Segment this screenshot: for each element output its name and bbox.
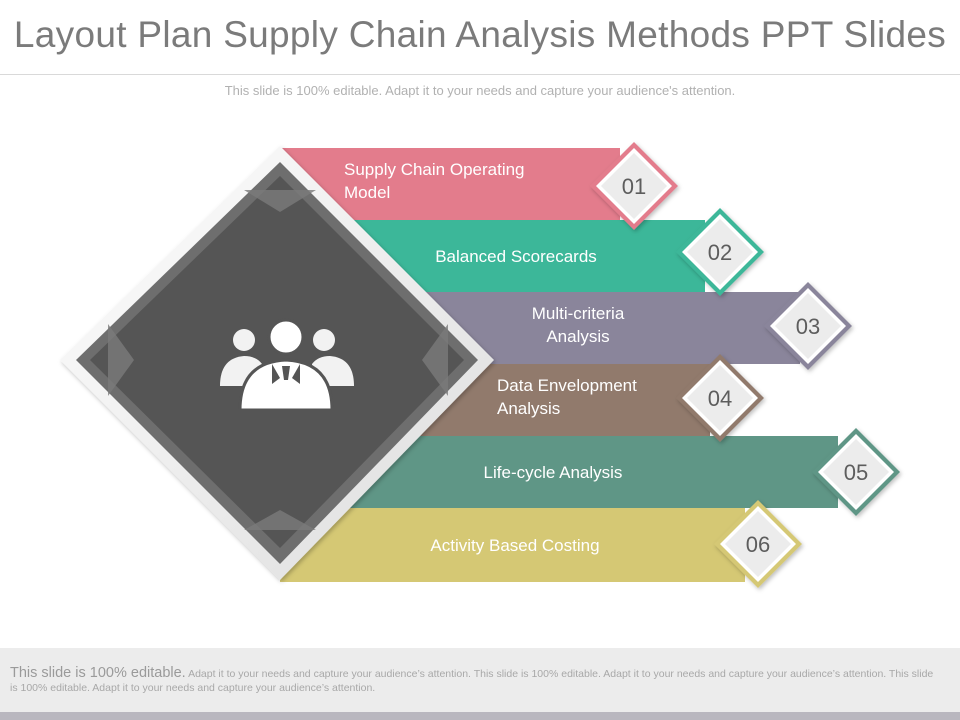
band-label-06: Activity Based Costing — [430, 536, 599, 555]
slide-title: Layout Plan Supply Chain Analysis Method… — [13, 14, 947, 55]
number-badge-01: 01 — [590, 142, 678, 230]
badge-number-02: 02 — [708, 240, 732, 265]
slide-subtitle: This slide is 100% editable. Adapt it to… — [224, 83, 736, 98]
badge-layer: 01 02 03 04 05 06 — [590, 142, 900, 588]
title-divider — [0, 74, 960, 75]
footer-text: This slide is 100% editable. Adapt it to… — [10, 666, 940, 695]
badge-number-03: 03 — [796, 314, 820, 339]
band-label-02: Balanced Scorecards — [435, 247, 597, 266]
people-group-icon — [220, 318, 354, 412]
band-06 — [280, 508, 745, 582]
band-label-05: Life-cycle Analysis — [484, 463, 623, 482]
badge-number-06: 06 — [746, 532, 770, 557]
footer-lead: This slide is 100% editable. — [10, 665, 186, 681]
bottom-accent-bar — [0, 712, 960, 720]
number-badge-04: 04 — [676, 354, 764, 442]
badge-number-05: 05 — [844, 460, 868, 485]
badge-number-01: 01 — [622, 174, 646, 199]
band-01 — [280, 148, 620, 220]
footer-body: Adapt it to your needs and capture your … — [10, 668, 934, 694]
number-badge-06: 06 — [714, 500, 802, 588]
badge-number-04: 04 — [708, 386, 732, 411]
number-badge-03: 03 — [764, 282, 852, 370]
number-badge-05: 05 — [812, 428, 900, 516]
number-badge-02: 02 — [676, 208, 764, 296]
footer-panel: This slide is 100% editable. Adapt it to… — [0, 648, 960, 712]
band-05 — [280, 436, 838, 508]
